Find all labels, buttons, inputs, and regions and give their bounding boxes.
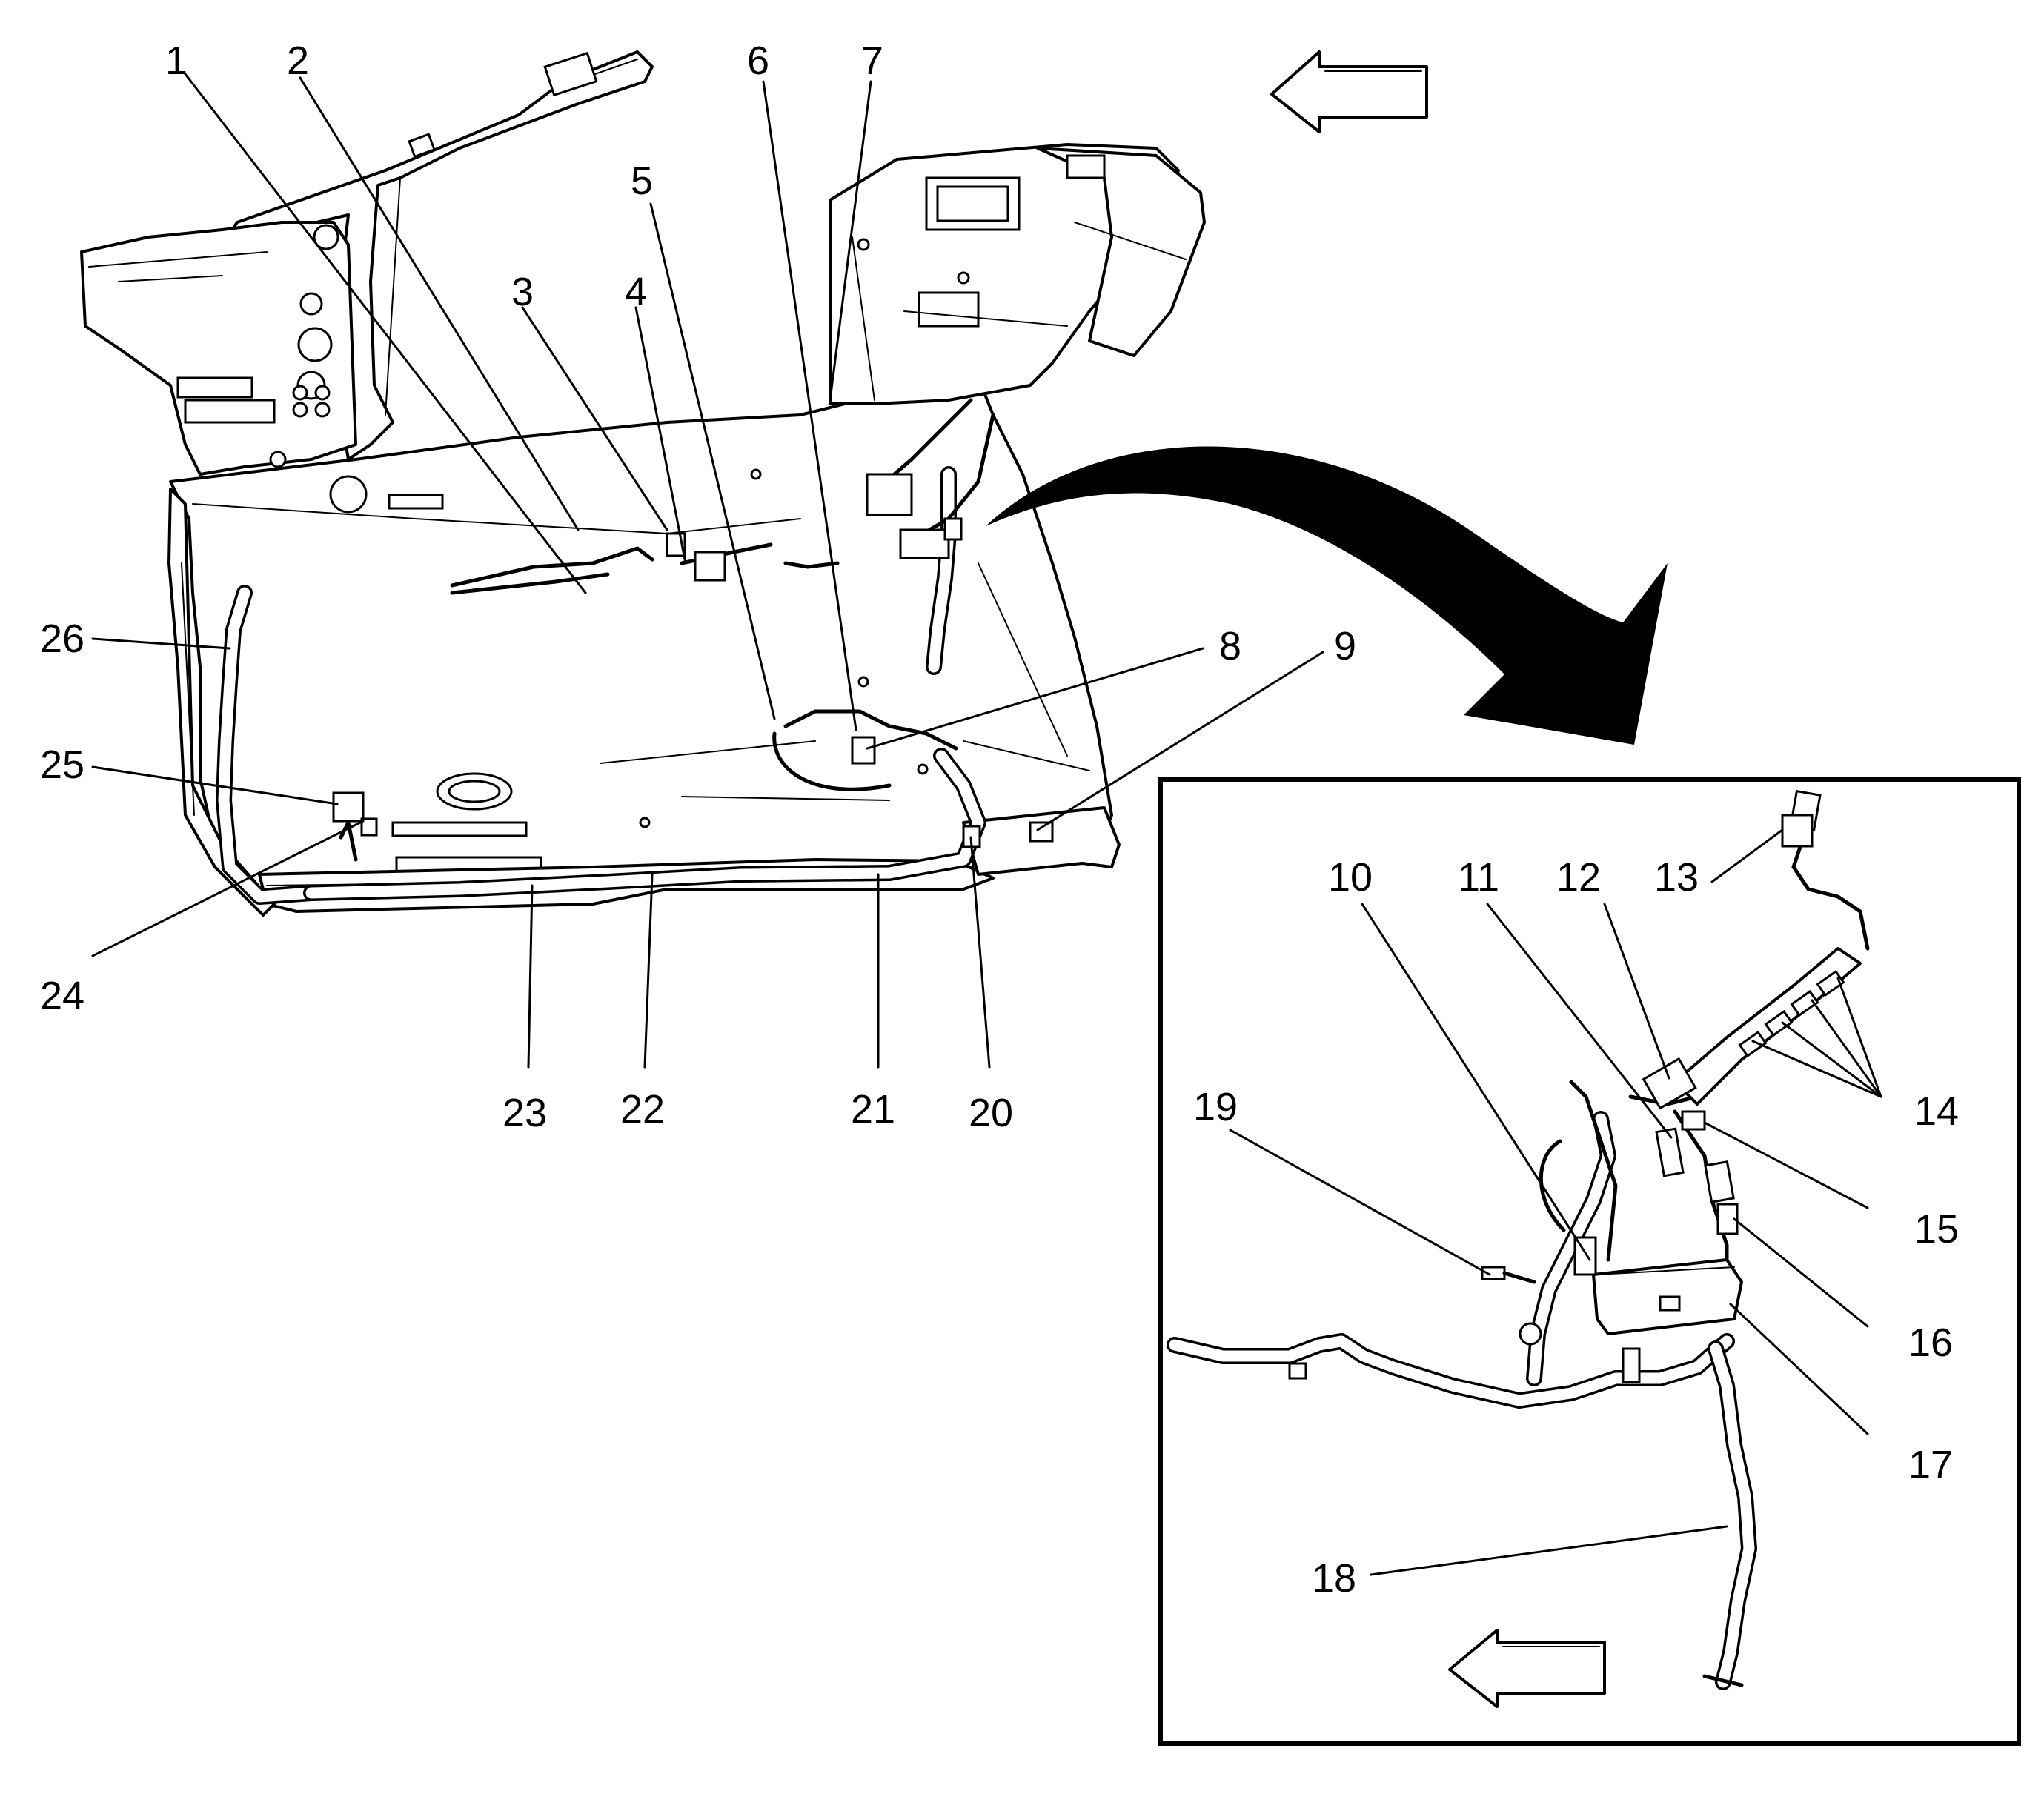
callout-labels: 1 2 3 4 5 6 7 8 9 10 11 12 13 14 15 16 1… (40, 39, 1959, 1601)
callout-19: 19 (1193, 1085, 1238, 1129)
callout-4: 4 (625, 270, 647, 314)
callout-5: 5 (631, 159, 653, 203)
wiring-harness-main (216, 398, 1054, 905)
callout-1: 1 (165, 39, 188, 83)
callout-20: 20 (969, 1091, 1013, 1135)
callout-3: 3 (511, 270, 534, 314)
left-arrow-icon (1270, 50, 1428, 133)
left-arrow-icon-inset (1448, 1629, 1606, 1708)
callout-10: 10 (1328, 855, 1373, 900)
leader-lines (91, 73, 1882, 1576)
callout-11: 11 (1458, 855, 1499, 900)
callout-26: 26 (40, 617, 84, 661)
callout-13: 13 (1654, 855, 1699, 900)
callout-22: 22 (620, 1087, 665, 1132)
callout-9: 9 (1334, 624, 1356, 668)
callout-24: 24 (40, 974, 84, 1018)
callout-18: 18 (1312, 1556, 1356, 1601)
callout-23: 23 (502, 1091, 547, 1135)
callout-15: 15 (1914, 1207, 1959, 1252)
curved-arrow-icon (986, 446, 1668, 745)
callout-14: 14 (1914, 1089, 1959, 1134)
callout-25: 25 (40, 742, 84, 787)
callout-7: 7 (861, 39, 883, 83)
callout-2: 2 (287, 39, 309, 83)
callout-16: 16 (1908, 1320, 1953, 1365)
callout-21: 21 (851, 1087, 895, 1132)
callout-12: 12 (1556, 855, 1601, 900)
callout-6: 6 (747, 39, 769, 83)
callout-17: 17 (1908, 1443, 1953, 1487)
wiring-harness-detail (1167, 789, 1870, 1690)
callout-8: 8 (1219, 624, 1241, 668)
